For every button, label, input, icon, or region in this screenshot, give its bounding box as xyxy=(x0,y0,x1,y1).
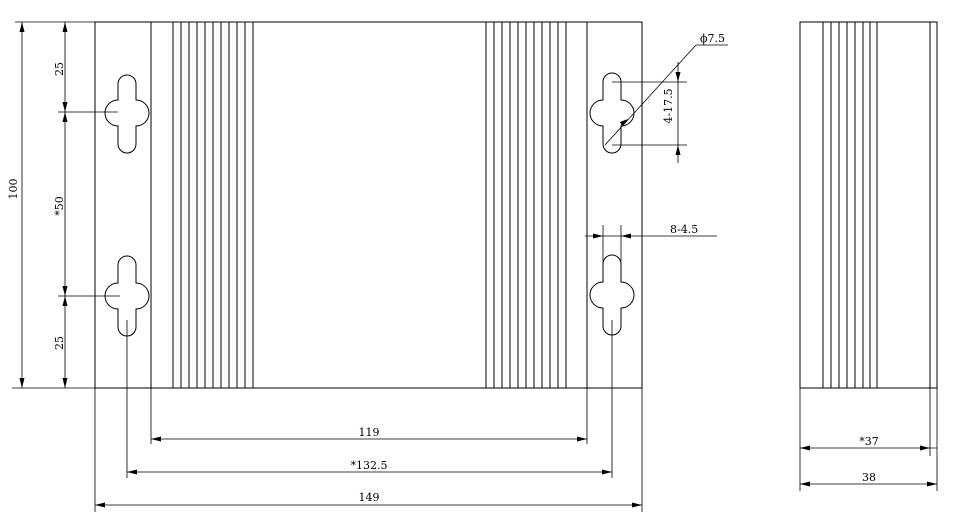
leader-hole-diameter xyxy=(604,44,697,146)
dim-top-offset: 25 xyxy=(53,62,66,76)
arrow xyxy=(151,436,161,442)
keyhole-slot-top-left xyxy=(104,74,150,154)
arrow xyxy=(62,22,68,32)
front-view xyxy=(94,21,643,389)
arrow xyxy=(127,469,137,475)
slot-dimensions: ϕ7.5 4-17.5 8-4.5 xyxy=(585,32,728,262)
side-view xyxy=(799,21,938,389)
dim-hole-diameter: ϕ7.5 xyxy=(700,32,725,45)
dim-slot-span: *132.5 xyxy=(351,459,388,472)
dim-slot-length: 4-17.5 xyxy=(662,88,675,123)
side-outline xyxy=(799,21,938,389)
dim-bottom-offset: 25 xyxy=(53,336,66,350)
arrow xyxy=(675,145,681,155)
dim-fin-span: 119 xyxy=(359,426,380,439)
dim-overall-width: 149 xyxy=(359,491,380,504)
arrow xyxy=(632,502,642,508)
arrow xyxy=(62,296,68,306)
arrow xyxy=(62,286,68,296)
front-outline xyxy=(94,21,643,389)
dim-side-outer: 38 xyxy=(862,471,876,484)
arrow xyxy=(19,22,25,32)
keyhole-slot-top-right xyxy=(589,72,635,154)
arrow xyxy=(621,233,631,239)
arrow xyxy=(920,445,930,451)
arrow xyxy=(927,481,937,487)
arrow xyxy=(800,445,810,451)
fin-group-left xyxy=(172,22,254,388)
arrow xyxy=(593,233,603,239)
dim-slot-spacing: *50 xyxy=(53,196,66,216)
bottom-dimensions: 119 *132.5 149 xyxy=(94,320,643,512)
dim-overall-height: 100 xyxy=(7,179,20,200)
arrow xyxy=(675,72,681,82)
arrow xyxy=(577,436,587,442)
dim-side-inner: *37 xyxy=(859,435,879,448)
keyhole-slot-bottom-right xyxy=(589,254,635,336)
arrow xyxy=(602,469,612,475)
arrow xyxy=(95,502,105,508)
fin-group-right xyxy=(485,22,567,388)
arrow xyxy=(62,378,68,388)
arrow xyxy=(62,112,68,122)
arrow xyxy=(62,102,68,112)
dim-slot-width: 8-4.5 xyxy=(670,223,698,236)
arrow xyxy=(19,378,25,388)
arrow xyxy=(800,481,810,487)
left-dimensions: 100 25 *50 25 xyxy=(7,21,120,389)
arrow xyxy=(620,119,628,126)
fin-group-side xyxy=(822,22,878,388)
side-dimensions: *37 38 xyxy=(799,388,938,491)
keyhole-slot-bottom-left xyxy=(104,255,150,337)
